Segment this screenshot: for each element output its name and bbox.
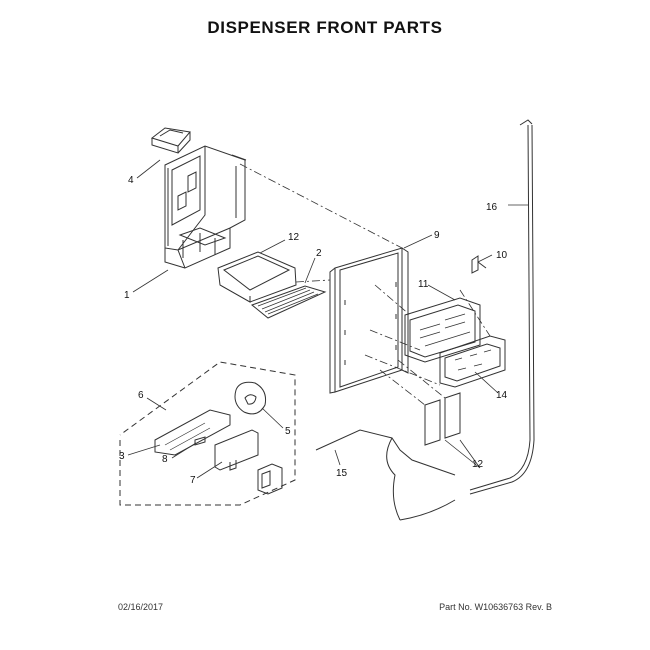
part-13-drip-tray — [217, 251, 297, 303]
callout-10: 10 — [496, 250, 508, 261]
callout-16: 16 — [486, 202, 498, 213]
part-5-motor — [234, 381, 266, 415]
callout-2: 2 — [316, 248, 322, 259]
callout-8: 8 — [162, 454, 168, 465]
callout-15: 15 — [336, 468, 348, 479]
part-4-clip — [150, 127, 191, 154]
assembly-guide-lines — [239, 163, 491, 406]
part-3-button — [257, 463, 283, 495]
part-1-dispenser-housing — [164, 145, 247, 269]
callout-13: 12 — [288, 232, 300, 243]
callout-11: 11 — [418, 279, 429, 290]
callout-14: 14 — [496, 390, 508, 401]
callout-labels: 4 1 12 2 6 3 8 7 5 9 10 11 12 14 15 16 — [119, 175, 508, 486]
part-11-control-board — [404, 297, 481, 363]
part-14-control-panel — [439, 335, 506, 388]
part-6-bracket — [154, 409, 231, 456]
leader-lines — [127, 159, 528, 479]
footer-date: 02/16/2017 — [118, 602, 164, 612]
part-2-tray-grille — [250, 285, 327, 319]
callout-7: 7 — [190, 475, 196, 486]
part-15-wire-harness — [315, 429, 456, 521]
part-9-frame-panel — [329, 247, 409, 394]
callout-12: 12 — [472, 459, 484, 470]
callout-5: 5 — [285, 426, 291, 437]
callout-9: 9 — [434, 230, 440, 241]
subassembly-dashed-box — [119, 361, 296, 506]
callout-4: 4 — [128, 175, 134, 186]
callout-1: 1 — [124, 290, 130, 301]
part-16-tube — [469, 119, 535, 495]
part-7-switch — [214, 429, 259, 471]
callout-3: 3 — [119, 451, 125, 462]
part-10-screw — [471, 255, 487, 274]
footer-part-number: Part No. W10636763 Rev. B — [439, 602, 552, 612]
part-12-light-covers — [424, 392, 461, 446]
diagram-title: DISPENSER FRONT PARTS — [207, 18, 443, 37]
callout-6: 6 — [138, 390, 144, 401]
